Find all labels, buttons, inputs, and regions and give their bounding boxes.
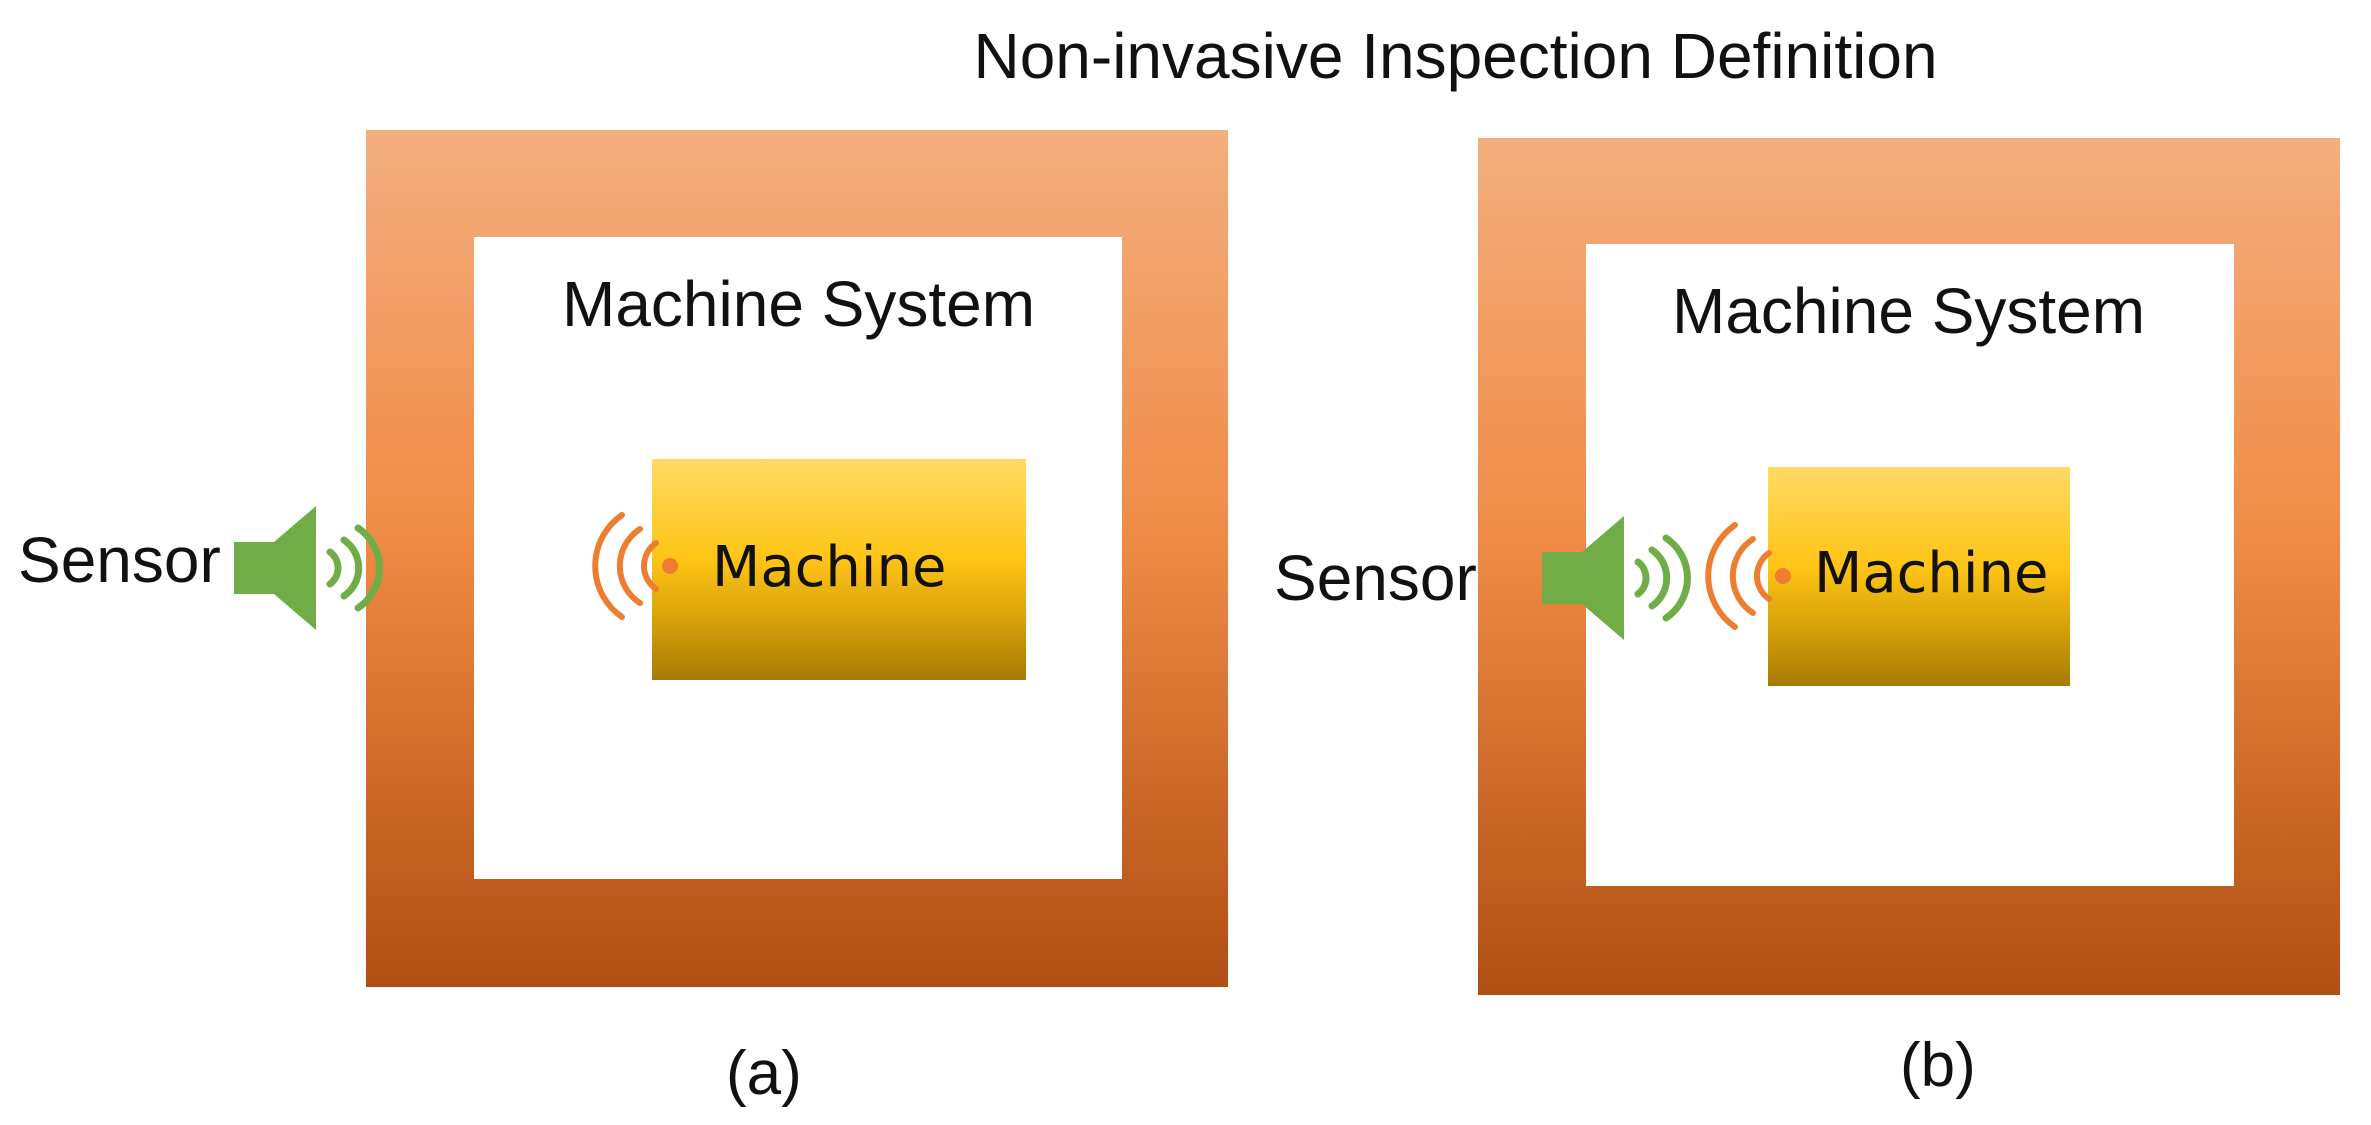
sound-wave-icon bbox=[1705, 522, 1791, 630]
machine-box bbox=[652, 459, 1026, 680]
sensor-label: Sensor bbox=[1274, 542, 1477, 614]
machine-system-label: Machine System bbox=[562, 268, 1036, 340]
machine-label: Machine bbox=[712, 535, 947, 600]
sensor-label: Sensor bbox=[18, 524, 221, 596]
diagram-title: Non-invasive Inspection Definition bbox=[973, 20, 1938, 92]
panel-caption: (b) bbox=[1900, 1031, 1976, 1100]
sound-wave-icon bbox=[592, 512, 678, 620]
speaker-icon bbox=[234, 506, 383, 630]
panel-caption: (a) bbox=[726, 1039, 802, 1108]
machine-box bbox=[1768, 467, 2070, 686]
machine-label: Machine bbox=[1814, 541, 2049, 606]
machine-system-label: Machine System bbox=[1672, 275, 2146, 347]
speaker-icon bbox=[1542, 516, 1691, 640]
